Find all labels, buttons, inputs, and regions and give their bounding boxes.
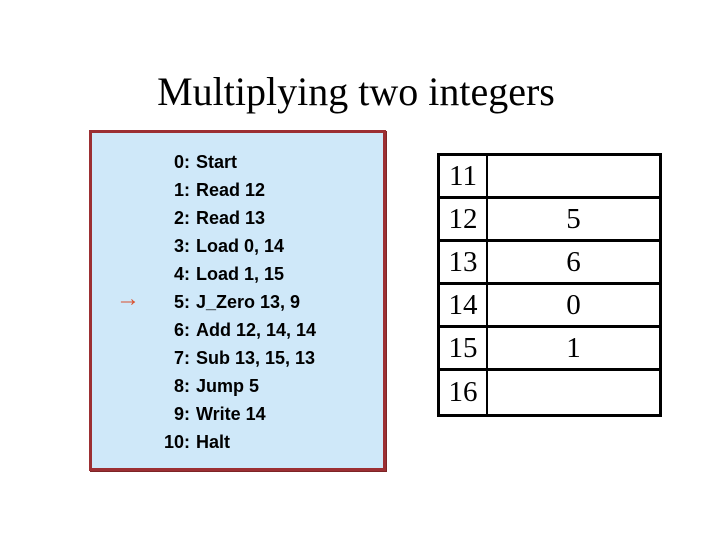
memory-value: 5 (566, 202, 581, 235)
code-instruction: Add 12, 14, 14 (196, 320, 317, 340)
code-line-number: 1: (173, 180, 190, 200)
memory-value (488, 371, 659, 414)
code-line: 7: Sub 13, 15, 13 (92, 344, 383, 372)
memory-value: 0 (566, 288, 581, 321)
code-instruction: Jump 5 (196, 376, 260, 396)
memory-address: 12 (440, 199, 488, 239)
code-line: 3: Load 0, 14 (92, 232, 383, 260)
memory-row: 13 6 (440, 242, 659, 285)
code-line: 2: Read 13 (92, 204, 383, 232)
code-line: 8: Jump 5 (92, 372, 383, 400)
code-line-number: 2: (173, 208, 190, 228)
memory-address: 16 (440, 371, 488, 414)
program-counter-arrow-icon: → (116, 285, 140, 312)
memory-value (488, 156, 659, 196)
memory-address: 14 (440, 285, 488, 325)
code-instruction: Load 1, 15 (196, 264, 285, 284)
code-instruction: J_Zero 13, 9 (196, 292, 301, 312)
code-line: 1: Read 12 (92, 176, 383, 204)
code-line: 4: Load 1, 15 (92, 260, 383, 288)
code-line-number: 0: (173, 152, 190, 172)
program-listing-box: → 0: Start 1: Read 12 2: Read 13 3: Load… (89, 130, 386, 471)
memory-row: 14 0 (440, 285, 659, 328)
memory-address: 11 (440, 156, 488, 196)
memory-row: 12 5 (440, 199, 659, 242)
code-line-current: 5: J_Zero 13, 9 (92, 288, 383, 316)
code-line: 10: Halt (92, 428, 383, 456)
code-instruction: Sub 13, 15, 13 (196, 348, 316, 368)
code-instruction: Read 12 (196, 180, 266, 200)
code-line: 0: Start (92, 148, 383, 176)
memory-row: 15 1 (440, 328, 659, 371)
code-line-number: 4: (173, 264, 190, 284)
slide-title: Multiplying two integers (157, 69, 555, 114)
code-instruction: Start (196, 152, 238, 172)
memory-value: 6 (566, 245, 581, 278)
code-line-number: 3: (173, 236, 190, 256)
memory-value: 1 (566, 331, 581, 364)
code-instruction: Read 13 (196, 208, 266, 228)
code-line: 9: Write 14 (92, 400, 383, 428)
code-line-number: 5: (173, 292, 190, 312)
memory-address: 15 (440, 328, 488, 368)
code-line-number: 6: (173, 320, 190, 340)
code-instruction: Load 0, 14 (196, 236, 285, 256)
code-line-number: 8: (173, 376, 190, 396)
code-line-number: 7: (173, 348, 190, 368)
code-instruction: Halt (196, 432, 231, 452)
memory-row: 16 (440, 371, 659, 414)
memory-row: 11 (440, 156, 659, 199)
code-line: 6: Add 12, 14, 14 (92, 316, 383, 344)
memory-table: 11 12 5 13 6 14 0 15 1 16 (437, 153, 662, 417)
code-line-number: 10: (163, 432, 190, 452)
code-line-number: 9: (173, 404, 190, 424)
memory-address: 13 (440, 242, 488, 282)
code-instruction: Write 14 (196, 404, 266, 424)
